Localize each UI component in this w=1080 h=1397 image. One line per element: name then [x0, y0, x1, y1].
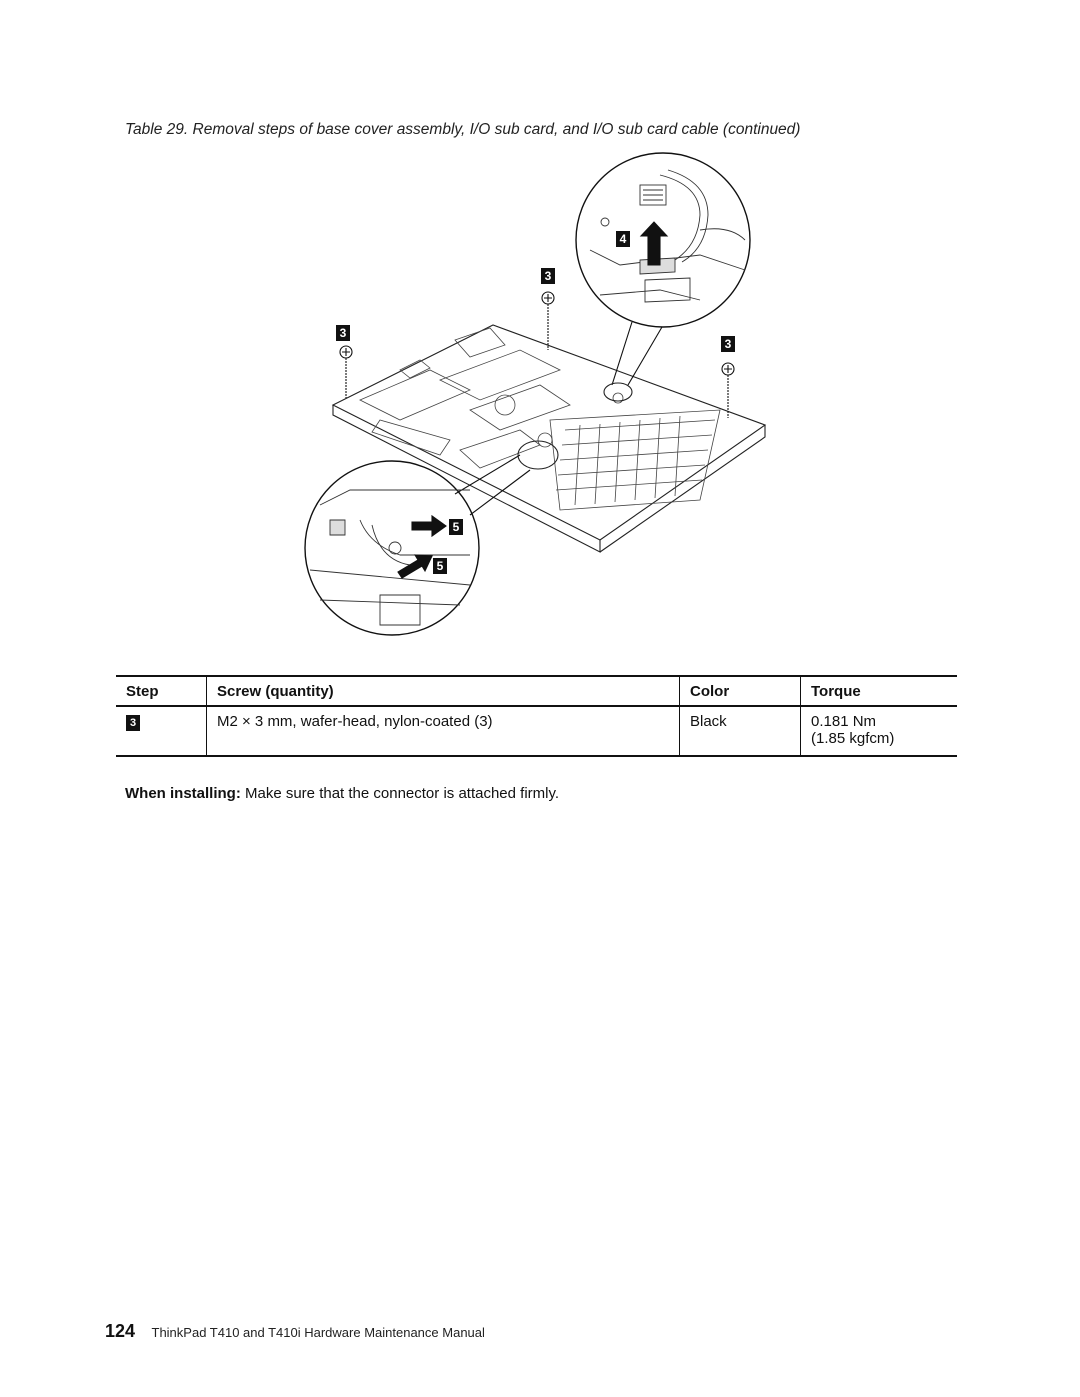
manual-title: ThinkPad T410 and T410i Hardware Mainten… — [151, 1325, 485, 1340]
callout-cable-lower: 5 — [437, 559, 444, 573]
header-torque: Torque — [800, 675, 957, 707]
connector-detail-circle — [575, 152, 751, 328]
lift-arrow-icon — [639, 221, 669, 266]
callout-cable-upper: 5 — [453, 520, 460, 534]
note-label: When installing: — [125, 785, 241, 802]
screw-icon-left — [339, 345, 353, 398]
header-screw: Screw (quantity) — [206, 675, 680, 707]
header-color: Color — [679, 675, 801, 707]
pull-arrow-icon-upper — [411, 514, 447, 538]
screw-icon-center — [541, 291, 555, 350]
step-badge: 3 — [126, 715, 140, 731]
torque-kgfcm: (1.85 kgfcm) — [811, 730, 895, 747]
header-step: Step — [116, 675, 207, 707]
cell-step: 3 — [116, 706, 207, 757]
page-footer: 124 ThinkPad T410 and T410i Hardware Mai… — [105, 1321, 485, 1342]
cell-torque: 0.181 Nm (1.85 kgfcm) — [800, 706, 957, 757]
cell-color: Black — [679, 706, 801, 757]
cell-screw: M2 × 3 mm, wafer-head, nylon-coated (3) — [206, 706, 680, 757]
callout-screw-left: 3 — [340, 326, 347, 340]
pull-arrow-icon-lower — [397, 554, 433, 579]
table-caption: Table 29. Removal steps of base cover as… — [125, 121, 801, 138]
note-text: Make sure that the connector is attached… — [240, 785, 560, 802]
installation-note: When installing: Make sure that the conn… — [125, 785, 559, 802]
page-number: 124 — [105, 1321, 136, 1341]
table-header-row: Step Screw (quantity) Color Torque — [116, 675, 957, 707]
table-row: 3 M2 × 3 mm, wafer-head, nylon-coated (3… — [116, 706, 957, 757]
screw-spec-table: Step Screw (quantity) Color Torque 3 M2 … — [116, 675, 957, 757]
callout-connector: 4 — [620, 232, 627, 246]
cable-detail-circle — [304, 460, 480, 636]
torque-nm: 0.181 Nm — [811, 713, 877, 730]
removal-illustration: 3 3 3 4 5 5 — [300, 148, 770, 653]
screw-icon-right — [721, 362, 735, 418]
callout-screw-right: 3 — [725, 337, 732, 351]
callout-screw-center: 3 — [545, 269, 552, 283]
